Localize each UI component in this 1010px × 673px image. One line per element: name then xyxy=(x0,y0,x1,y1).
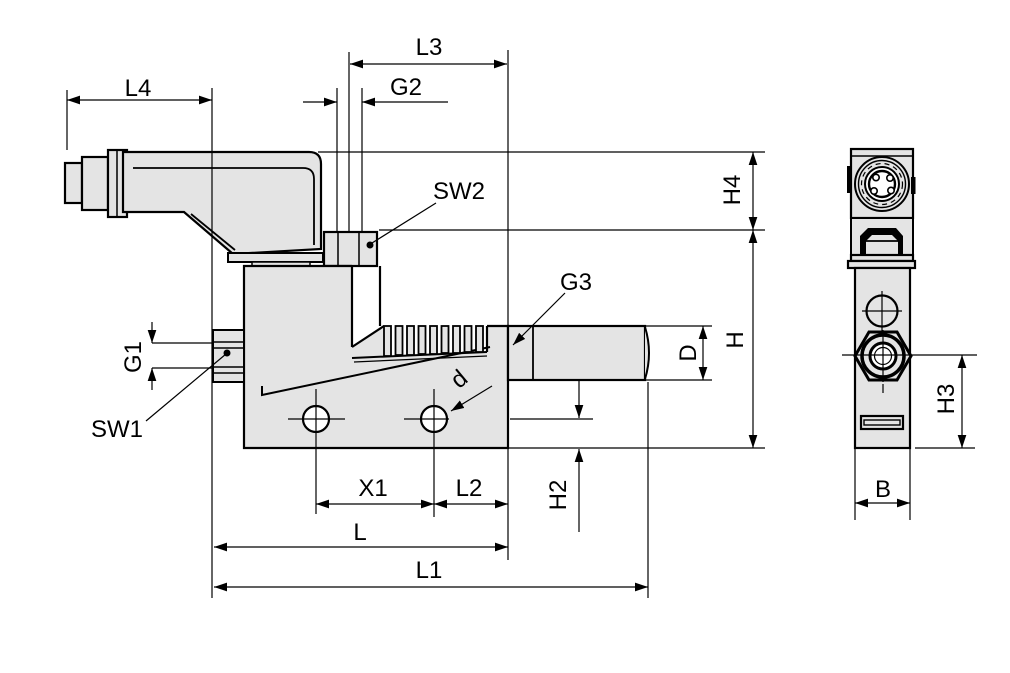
leader-sw1 xyxy=(145,353,227,422)
mounting-slot-inner xyxy=(863,419,901,426)
leader-sw2 xyxy=(371,202,437,244)
bore-chamfer xyxy=(351,325,385,348)
snap-tab-right xyxy=(911,177,916,194)
leader-d xyxy=(450,385,493,412)
plug-mid-segment xyxy=(80,155,110,212)
label-sw1: SW1 xyxy=(91,416,143,443)
m8-connector-face xyxy=(854,156,910,212)
dim-label-l2: L2 xyxy=(456,475,483,502)
side-view-dimensions xyxy=(842,354,977,520)
dimension-lines xyxy=(66,50,765,598)
silencer-ribs xyxy=(383,325,484,357)
dim-label-l1: L1 xyxy=(416,557,443,584)
dim-label-x1: X1 xyxy=(358,475,387,502)
nozzle-hex-end xyxy=(853,330,913,393)
body-outline xyxy=(242,264,510,450)
dim-label-h3: H3 xyxy=(933,384,960,415)
dim-label-l: L xyxy=(353,519,366,546)
body-column xyxy=(853,266,913,450)
top-port-crosshair xyxy=(862,291,902,331)
dim-label-h4: H4 xyxy=(719,175,746,206)
sensor-body xyxy=(121,150,323,256)
dim-label-b: B xyxy=(875,476,891,503)
connector-pin xyxy=(869,187,878,196)
sensor-body-inner-line xyxy=(133,167,315,245)
connector-head xyxy=(847,147,916,220)
sensor-mount-plate xyxy=(227,252,324,263)
dim-label-h2: H2 xyxy=(545,480,572,511)
main-view: L4 L3 G2 SW2 G3 SW1 G1 d D H4 H H2 X1 L2… xyxy=(63,34,765,598)
leader-dot-sw1 xyxy=(223,349,231,357)
mounting-holes xyxy=(288,389,449,517)
dim-label-l4: L4 xyxy=(125,75,152,102)
dim-label-h: H xyxy=(722,331,749,348)
sw2-hex-nut xyxy=(322,230,379,268)
dim-label-g1: G1 xyxy=(120,341,147,373)
connector-pin xyxy=(886,186,895,195)
label-g3: G3 xyxy=(560,269,592,296)
venturi-edge xyxy=(261,346,491,397)
plug-tip-segment xyxy=(63,161,84,205)
sensor-body-inner-chamfer xyxy=(190,213,236,251)
connector-pin xyxy=(885,174,894,183)
dim-label-l3: L3 xyxy=(416,34,443,61)
outlet-cylinder xyxy=(506,324,650,382)
connector-pin xyxy=(871,173,880,182)
label-sw2: SW2 xyxy=(433,178,485,205)
latch-clip-inner xyxy=(866,235,898,254)
cylinder-end-cap xyxy=(644,326,650,380)
latch-section xyxy=(846,217,917,270)
leader-dot-sw2 xyxy=(366,241,374,249)
dim-label-d: D xyxy=(675,344,702,361)
ejector-body xyxy=(242,264,510,517)
snap-tab-left xyxy=(847,166,852,193)
dim-label-g2: G2 xyxy=(390,74,422,101)
barb-baseline-inner xyxy=(353,355,488,363)
plug-connector xyxy=(63,148,324,268)
side-view: H3 B xyxy=(842,147,977,520)
leader-g3 xyxy=(512,292,566,346)
